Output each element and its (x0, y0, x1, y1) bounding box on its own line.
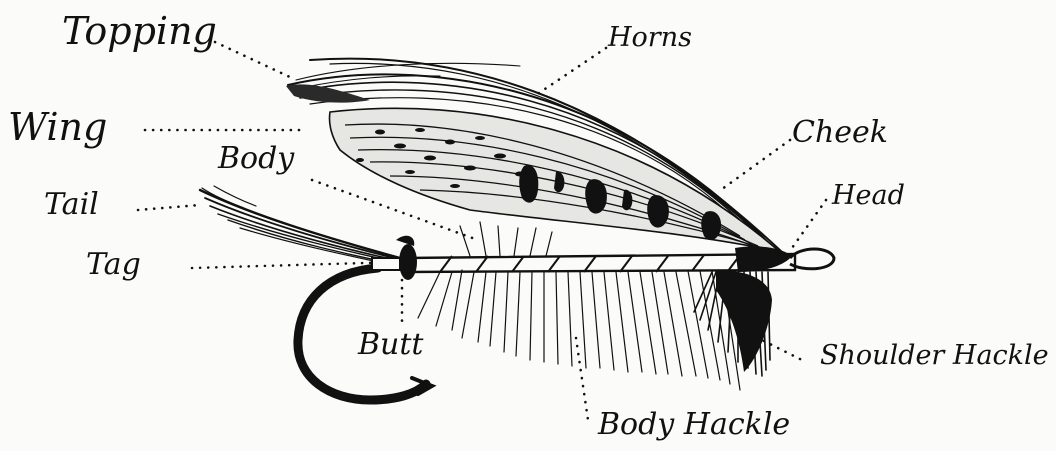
label-cheek: Cheek (792, 118, 888, 148)
label-tag: Tag (86, 250, 141, 280)
leader-cheek (718, 140, 790, 192)
label-horns: Horns (608, 24, 692, 51)
body-hackle (418, 222, 740, 390)
label-topping: Topping (62, 12, 217, 50)
label-tail: Tail (44, 190, 99, 220)
leader-topping (215, 42, 292, 78)
butt-wrap (399, 244, 417, 280)
label-wing: Wing (8, 108, 107, 146)
leader-head (792, 200, 826, 248)
label-body-hackle: Body Hackle (598, 410, 790, 440)
label-body: Body (218, 144, 294, 174)
leader-body-hackle (576, 338, 588, 420)
label-head: Head (832, 182, 905, 209)
tail (200, 186, 406, 268)
label-butt: Butt (358, 330, 423, 360)
leader-tail (138, 205, 200, 210)
wing (329, 108, 780, 252)
label-shoulder-hackle: Shoulder Hackle (820, 342, 1049, 369)
shoulder-hackle-mass (716, 270, 772, 372)
leader-horns (536, 48, 606, 95)
hook-eye (790, 249, 834, 269)
